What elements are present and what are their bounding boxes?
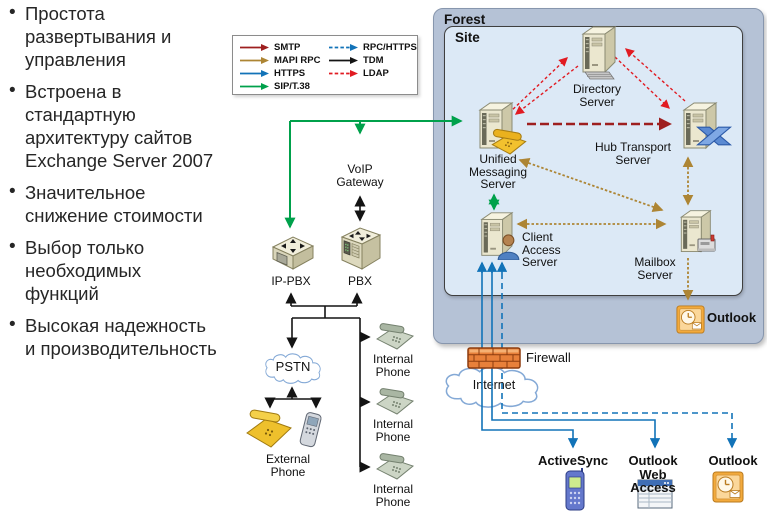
outlook-icon-forest [676,305,705,334]
internal-phone-label-3: Internal Phone [372,482,414,509]
legend-label: MAPI RPC [274,54,321,66]
bullet-item: Выбор только необходимых функций [8,235,218,305]
bullet-item: Высокая надежность и производительность [8,313,218,360]
bullet-line: Встроена в [25,81,122,102]
internal-phone-label-1: Internal Phone [372,352,414,379]
firewall-label: Firewall [526,350,571,365]
directory-server-label: Directory Server [572,82,621,109]
client-access-server-label: Client Access Server [522,230,561,269]
bullet-line: Высокая надежность [25,315,206,336]
hub-transport-server-label: Hub Transport Server [594,140,672,167]
bullet-line: Exchange Server 2007 [25,150,214,171]
activesync-label: ActiveSync [537,453,609,468]
smtp-arrow-icon [240,43,269,51]
sip-arrow-icon [240,82,269,90]
bullet-item: Значительное снижение стоимости [8,180,218,227]
legend-label: LDAP [363,67,389,79]
pbx-icon [338,224,384,274]
legend-label: HTTPS [274,67,306,79]
internal-phone-icon-1 [374,321,416,351]
bullet-item: Встроена в стандартную архитектуру сайто… [8,79,218,172]
bullet-line: стандартную [25,104,136,125]
legend-item-mapi-rpc: MAPI RPC [240,54,320,66]
outlook-forest-label: Outlook [707,310,757,325]
activesync-phone-icon [562,468,588,512]
pbx-label: PBX [347,274,372,288]
mapi-rpc-arrow-icon [240,56,269,64]
bullet-line: снижение стоимости [25,205,203,226]
unified-messaging-server-label: Unified Messaging Server [468,152,528,191]
legend-item-https: HTTPS [240,67,305,79]
bullet-line: необходимых [25,260,142,281]
rpc-https-arrow-icon [329,43,358,51]
bullet-line: Значительное [25,182,146,203]
legend-label: RPC/HTTPS [363,41,417,53]
outlook-web-access-label: Outlook Web Access [628,453,678,495]
outlook-icon-bottom [712,471,744,503]
external-phone-label: External Phone [265,452,311,479]
bullet-line: Выбор только [25,237,145,258]
bullet-line: развертывания и [25,26,172,47]
internal-phone-icon-2 [374,386,416,416]
ip-pbx-label: IP-PBX [271,274,311,288]
legend-label: SMTP [274,41,301,53]
internal-phone-label-2: Internal Phone [372,417,414,444]
legend-item-rpc-https: RPC/HTTPS [329,41,417,53]
firewall-icon [467,346,521,370]
legend-label: TDM [363,54,384,66]
voip-gateway-label: VoIP Gateway [336,162,384,189]
ip-pbx-icon [268,232,318,274]
bullet-line: функций [25,283,99,304]
forest-label: Forest [444,12,486,27]
bullet-list: Простота развертывания и управления Встр… [8,1,218,369]
bullet-line: Простота [25,3,105,24]
directory-server-icon [582,26,616,80]
bullet-line: и производительность [25,338,217,359]
bullet-line: управления [25,49,126,70]
pstn-cloud: PSTN [262,353,324,384]
legend-item-sip: SIP/T.38 [240,80,310,92]
mobile-phone-icon [294,410,326,450]
pstn-label: PSTN [275,359,311,374]
https-arrow-icon [240,69,269,77]
mailbox-server-label: Mailbox Server [634,255,676,282]
internet-cloud: Internet [440,366,544,408]
site-label: Site [455,30,480,45]
legend-item-tdm: TDM [329,54,384,66]
outlook-bottom-label: Outlook [708,453,758,468]
legend-item-smtp: SMTP [240,41,300,53]
tdm-arrow-icon [329,56,358,64]
unified-messaging-server-icon [479,102,527,155]
protocol-legend: SMTP MAPI RPC HTTPS SIP/T.38 RPC/HTTPS T… [232,35,418,95]
legend-label: SIP/T.38 [274,80,310,92]
external-phone-icon [244,406,294,450]
mailbox-server-icon [680,210,716,253]
legend-item-ldap: LDAP [329,67,389,79]
internal-phone-icon-3 [374,451,416,481]
internet-label: Internet [472,378,516,392]
bullet-line: архитектуру сайтов [25,127,193,148]
ldap-arrow-icon [329,69,358,77]
bullet-item: Простота развертывания и управления [8,1,218,71]
